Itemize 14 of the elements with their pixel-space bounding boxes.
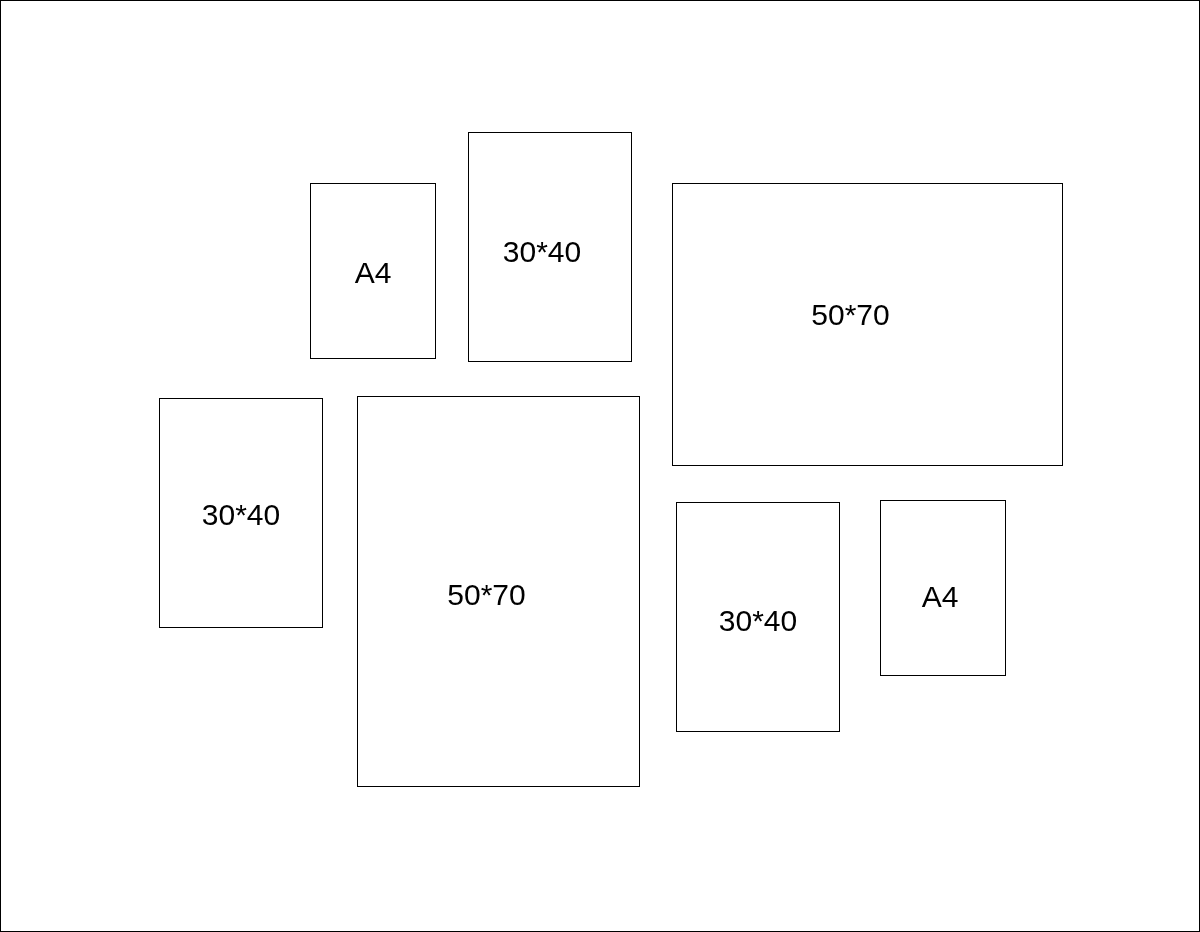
size-label: 50*70 [811, 297, 890, 332]
frame-outline [159, 398, 323, 628]
frame-outline [468, 132, 632, 362]
size-label: 50*70 [447, 577, 526, 612]
size-label: A4 [354, 256, 392, 290]
frame-outline [676, 502, 840, 732]
size-label: 30*40 [502, 235, 582, 269]
size-label: 30*40 [718, 604, 798, 638]
frame-outline [357, 396, 640, 787]
size-label: A4 [921, 580, 959, 614]
frame-outline [310, 183, 436, 359]
frame-outline [880, 500, 1006, 676]
size-label: 30*40 [201, 498, 281, 532]
frame-outline [672, 183, 1063, 466]
